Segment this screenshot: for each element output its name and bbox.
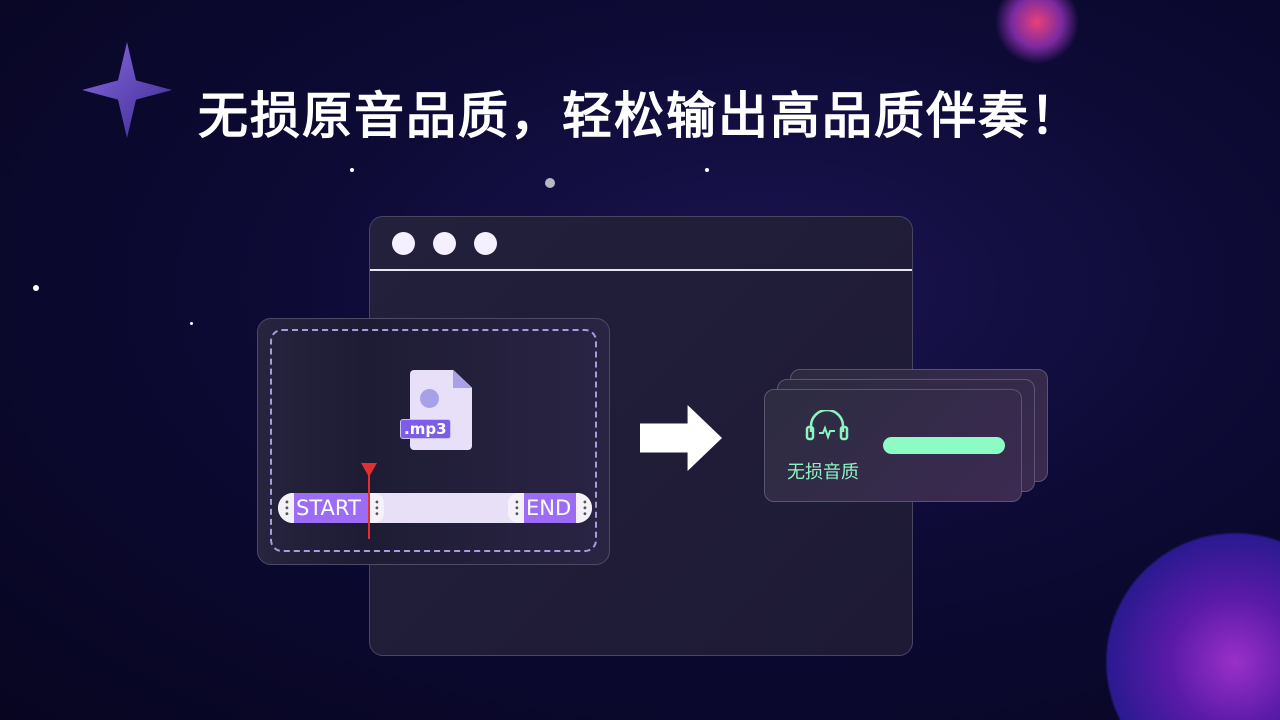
star (190, 322, 193, 325)
output-quality-label: 无损音质 (787, 462, 859, 483)
star (33, 285, 39, 291)
end-left-handle[interactable]: ••• (508, 493, 524, 523)
window-dot (392, 231, 415, 255)
drop-zone[interactable] (270, 329, 597, 552)
window-titlebar (370, 217, 912, 271)
planet-decoration (1105, 532, 1280, 720)
output-card: 无损音质 (764, 389, 1022, 502)
end-segment: END (524, 493, 576, 523)
end-right-handle[interactable]: ••• (576, 493, 592, 523)
headphones-icon (805, 410, 849, 441)
start-right-handle[interactable]: ••• (368, 493, 384, 523)
planet-decoration (995, 0, 1080, 65)
start-segment: START (294, 493, 368, 523)
star (545, 178, 555, 188)
progress-bar (883, 437, 1005, 454)
star (350, 168, 354, 172)
window-dot (474, 231, 497, 255)
star (705, 168, 709, 172)
file-format-badge: .mp3 (400, 419, 451, 439)
upload-card[interactable]: .mp3 ••• START ••• ••• END ••• (257, 318, 610, 565)
file-circle (420, 389, 439, 408)
headline: 无损原音品质，轻松输出高品质伴奏！ (198, 87, 1082, 145)
playhead[interactable] (368, 473, 370, 539)
start-left-handle[interactable]: ••• (278, 493, 294, 523)
window-dot (433, 231, 456, 255)
trim-track[interactable]: ••• START ••• ••• END ••• (278, 493, 592, 523)
